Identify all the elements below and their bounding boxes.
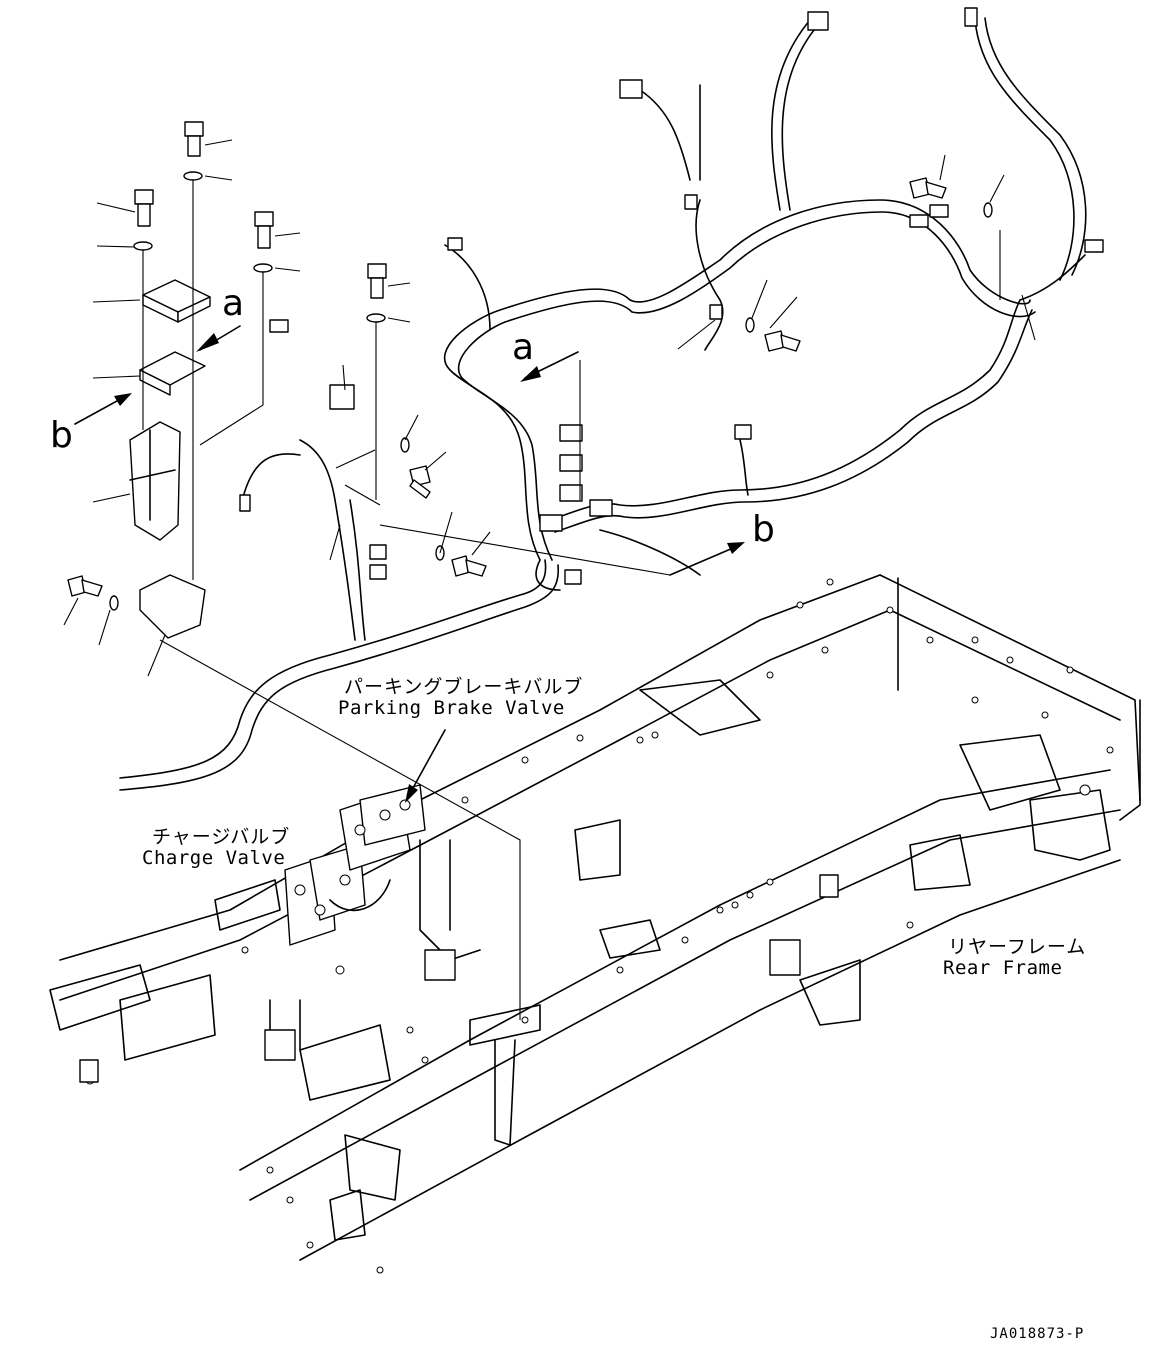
rear-frame	[49, 574, 1141, 1274]
wiring-harness	[119, 7, 1104, 791]
frame-holes	[85, 578, 1114, 1274]
parking-brake-valve-label-jp: パーキングブレーキバルブ	[344, 676, 584, 698]
charge-valve-label-jp: チャージバルブ	[152, 826, 291, 848]
callout-b-right: b	[752, 509, 775, 550]
callout-a-left: a	[222, 283, 245, 324]
bolts	[67, 121, 947, 597]
callout-b-left: b	[50, 415, 73, 456]
parking-brake-valve-label-en: Parking Brake Valve	[338, 697, 565, 719]
callout-a-mid: a	[512, 327, 535, 368]
document-id: JA018873-P	[990, 1326, 1085, 1342]
connectors	[239, 7, 1104, 585]
controller-assembly	[67, 121, 993, 639]
rear-frame-label-jp: リヤーフレーム	[948, 936, 1087, 958]
washers	[109, 171, 993, 611]
charge-valve-label-en: Charge Valve	[142, 847, 286, 869]
parking-brake-valve	[339, 784, 426, 871]
leader-lines	[63, 139, 1036, 1020]
rear-frame-label-en: Rear Frame	[943, 957, 1063, 979]
callout-arrows	[74, 325, 745, 803]
mount-blocks	[79, 874, 839, 1083]
